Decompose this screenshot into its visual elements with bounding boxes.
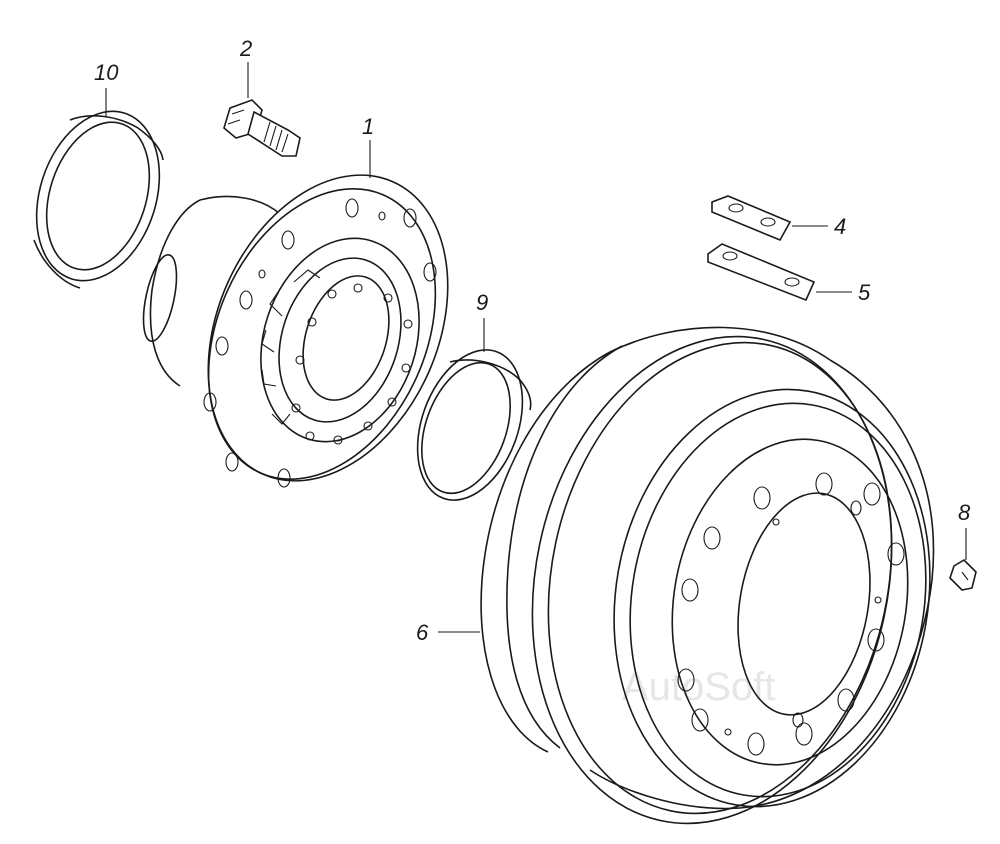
stud-bolt-2: [223, 99, 301, 157]
callout-2: 2: [239, 36, 252, 61]
callout-1: 1: [362, 114, 374, 139]
callout-6: 6: [416, 620, 429, 645]
watermark: AutoSoft: [622, 665, 775, 709]
screw-8: [949, 558, 977, 591]
callout-5: 5: [858, 280, 871, 305]
lock-plate-5: [707, 243, 816, 302]
callout-4: 4: [834, 214, 846, 239]
bearing-race-9: [416, 349, 532, 501]
callout-8: 8: [958, 500, 971, 525]
brake-drum-6: [480, 326, 935, 825]
bearing-race-10: [33, 110, 164, 289]
callout-10: 10: [94, 60, 119, 85]
leader-lines: [105, 62, 967, 633]
callout-9: 9: [476, 290, 488, 315]
lock-plate-4: [711, 195, 792, 242]
wheel-hub-1: [142, 174, 449, 488]
